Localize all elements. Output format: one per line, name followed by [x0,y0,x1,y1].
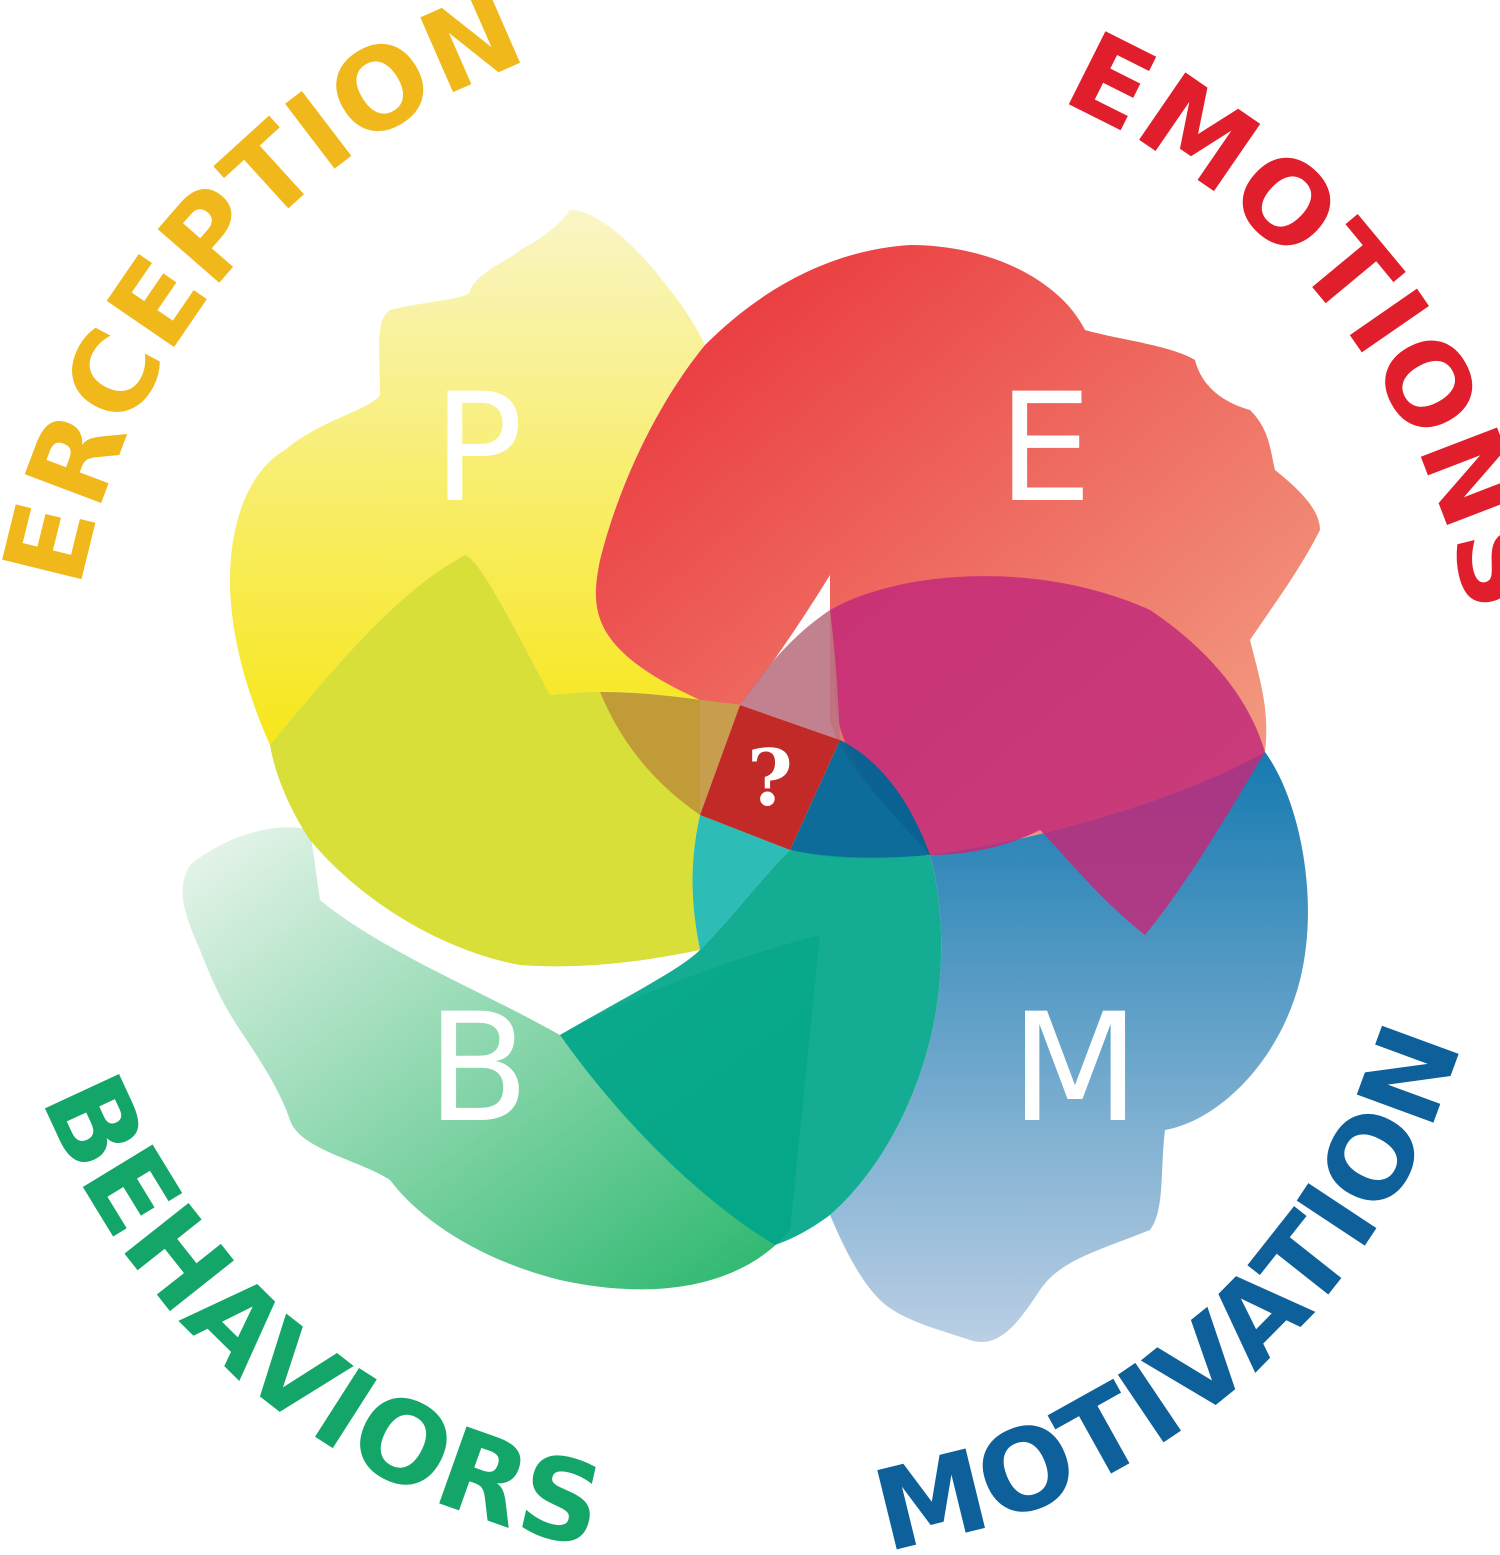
emotions-motivations-overlap [830,576,1265,935]
letter-m: M [1010,982,1139,1156]
center-badge [700,705,840,850]
motivations-head-shape [830,752,1308,1342]
perceptions-lower-shape [270,555,700,967]
center-overlap-mauve [740,610,840,740]
letter-p: P [433,362,523,536]
letter-b: B [427,982,530,1156]
perceptions-head-shape [230,210,705,745]
behaviors-head-shape [182,827,820,1290]
behaviors-motivations-overlap [560,850,942,1245]
center-overlap-navy [790,740,930,859]
question-mark-icon: ? [747,733,793,824]
center-overlap-teal [692,815,790,950]
center-overlap-tan [600,692,740,815]
letter-e: E [998,362,1093,536]
